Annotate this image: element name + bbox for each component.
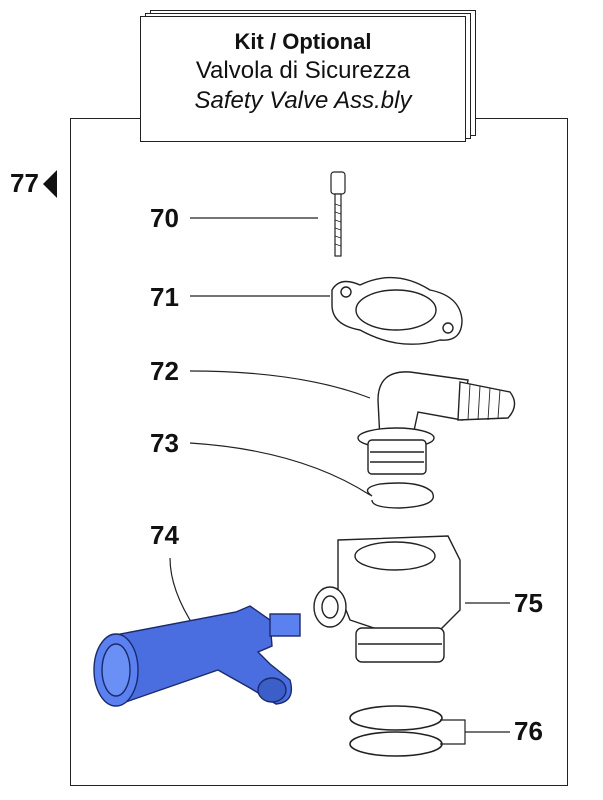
pointer-triangle-icon [42, 169, 57, 198]
part-label-76[interactable]: 76 [514, 716, 543, 746]
part-label-74[interactable]: 74 [150, 520, 179, 550]
separator: / [269, 29, 277, 54]
english-title: Safety Valve Ass.bly [194, 87, 412, 114]
title-card: Kit / Optional Valvola di Sicurezza Safe… [140, 16, 466, 142]
part-70-screw [330, 171, 346, 257]
group-number: 77 [10, 168, 39, 198]
part-76-o-rings [349, 705, 443, 757]
part-75-valve-body [313, 535, 461, 663]
italian-title: Valvola di Sicurezza [195, 57, 411, 84]
kit-label: Kit [234, 29, 264, 54]
part-72-elbow [357, 371, 516, 475]
part-71-gasket [331, 276, 463, 345]
group-reference[interactable]: 77 [10, 168, 57, 199]
part-label-72[interactable]: 72 [150, 356, 179, 386]
part-label-73[interactable]: 73 [150, 428, 179, 458]
kit-optional-label: Kit / Optional [141, 29, 465, 55]
part-label-71[interactable]: 71 [150, 282, 179, 312]
part-label-75[interactable]: 75 [514, 588, 543, 618]
optional-label: Optional [282, 29, 372, 54]
part-73-snap-ring [366, 482, 434, 509]
title-box: Kit / Optional Valvola di Sicurezza Safe… [140, 10, 476, 144]
part-74-tee-fitting [93, 605, 301, 707]
part-label-70[interactable]: 70 [150, 203, 179, 233]
